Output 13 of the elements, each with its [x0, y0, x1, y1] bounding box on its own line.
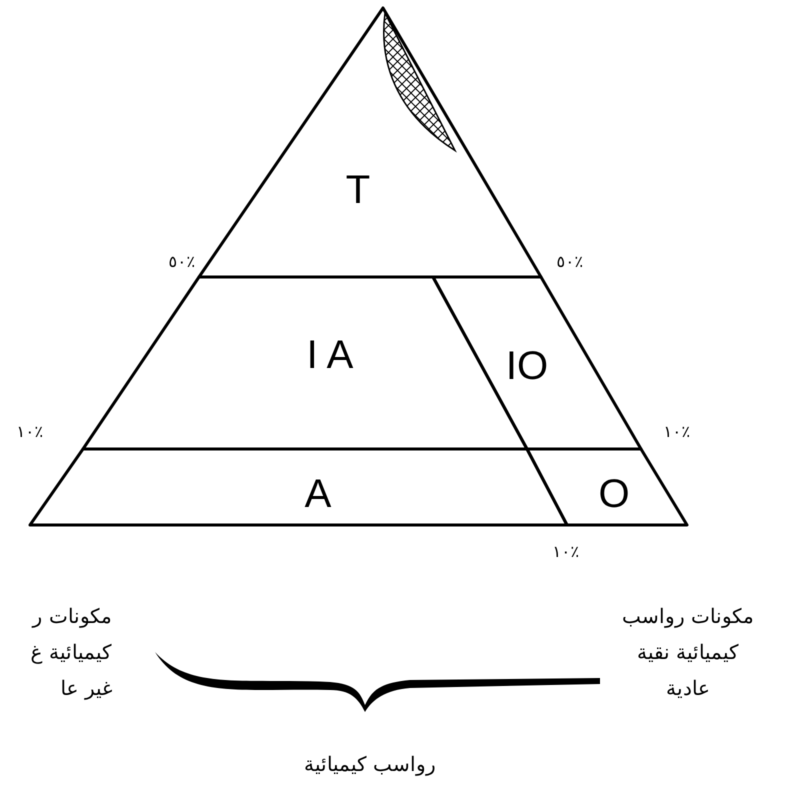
region-label: A	[304, 474, 332, 514]
end-member-label: مكونات ر كيميائية غ غير عا	[30, 603, 112, 702]
region-label: IO	[506, 346, 548, 386]
percent-label: ٪١٠	[552, 541, 580, 563]
percent-label: ٪٥٠	[168, 251, 196, 273]
percent-label: ٪٥٠	[556, 251, 584, 273]
caption-label: رواسب كيميائية	[302, 752, 438, 776]
percent-label: ٪١٠	[662, 421, 692, 443]
region-label: T	[346, 170, 370, 210]
region-label: O	[598, 474, 630, 514]
end-member-label: مكونات رواسب كيميائية نقية عادية	[620, 603, 756, 702]
percent-label: ٪١٠	[16, 421, 44, 443]
region-label: I A	[306, 335, 354, 375]
